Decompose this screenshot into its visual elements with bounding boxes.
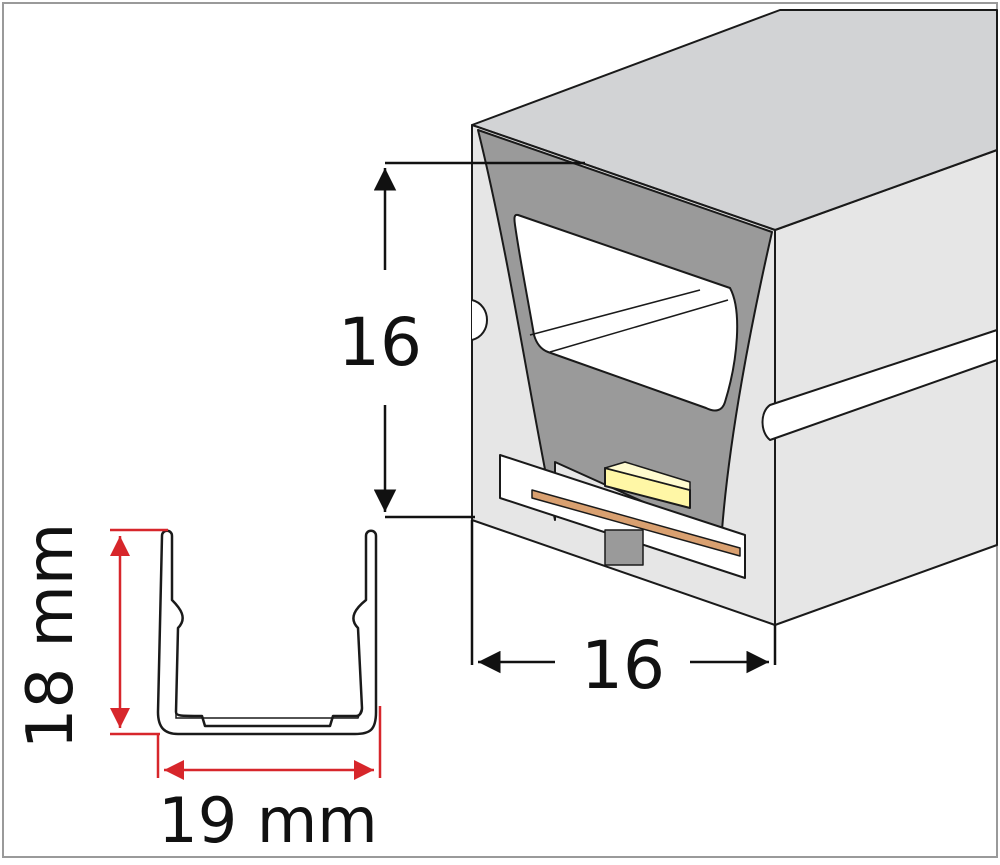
end-face-notch bbox=[471, 299, 488, 341]
support-web bbox=[604, 529, 644, 566]
profile-dimensions bbox=[373, 161, 777, 674]
channel-height-label: 18 mm bbox=[14, 523, 88, 749]
profile-width-label: 16 bbox=[581, 627, 665, 704]
channel-dimensions bbox=[110, 528, 382, 780]
profile-height-label: 16 bbox=[338, 304, 422, 381]
cavity-depth-line-bottom bbox=[549, 299, 729, 353]
pcb-strip bbox=[531, 489, 741, 557]
channel-inner-floor bbox=[175, 707, 363, 719]
side-groove bbox=[761, 329, 998, 441]
cavity-depth-line-top bbox=[529, 289, 701, 336]
led-chip-top bbox=[604, 461, 691, 491]
mounting-channel bbox=[156, 529, 378, 736]
inner-cavity bbox=[513, 213, 739, 412]
channel-width-label: 19 mm bbox=[158, 784, 377, 857]
neon-profile-3d bbox=[471, 9, 998, 626]
